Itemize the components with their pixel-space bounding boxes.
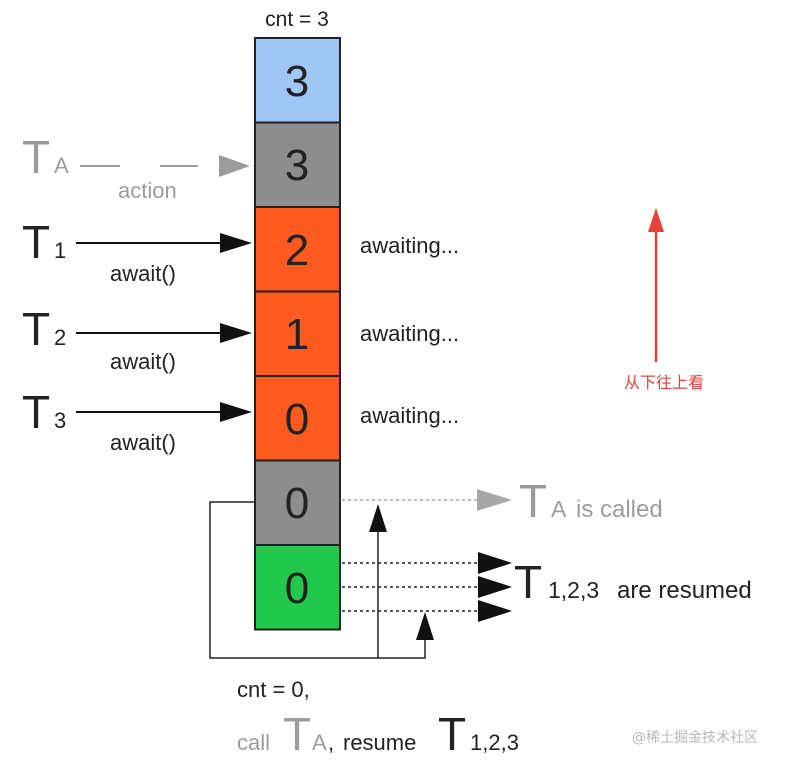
resume-arrowhead xyxy=(478,600,512,622)
caption-resume: resume xyxy=(343,730,416,755)
caption-call: call xyxy=(237,730,270,755)
thread-1-call: await() xyxy=(110,261,176,286)
thread-2-call: await() xyxy=(110,349,176,374)
caption-resume-letter: T xyxy=(438,708,466,760)
thread-2-status: awaiting... xyxy=(360,321,459,346)
read-direction-annotation: 从下往上看 xyxy=(624,208,704,392)
stack-box xyxy=(254,290,341,377)
threads-resumed: T 1,2,3 are resumed xyxy=(342,552,752,622)
call-action-arrowhead xyxy=(369,504,387,532)
read-direction-arrowhead xyxy=(648,208,664,232)
thread-3-arrowhead xyxy=(220,402,252,422)
thread-1-sub: 1 xyxy=(54,238,66,263)
stack-box xyxy=(254,544,341,631)
watermark: @稀土掘金技术社区 xyxy=(632,730,758,746)
thread-3-letter: T xyxy=(22,386,50,438)
reset-loop-arrowhead xyxy=(416,612,434,640)
thread-1-status: awaiting... xyxy=(360,233,459,258)
action-called-sub: A xyxy=(551,496,567,522)
bottom-caption: cnt = 0, call T A , resume T 1,2,3 xyxy=(237,677,519,760)
read-direction-label: 从下往上看 xyxy=(624,373,704,392)
counter-stack: 3 3 2 1 0 0 0 xyxy=(254,37,341,631)
thread-1-arrowhead xyxy=(220,233,252,253)
stack-box-value: 0 xyxy=(285,395,309,444)
reset-loop xyxy=(209,501,434,659)
resumed-text: are resumed xyxy=(617,577,752,604)
stack-box-value: 1 xyxy=(285,310,309,359)
thread-3-status: awaiting... xyxy=(360,403,459,428)
thread-3: T 3 await() awaiting... xyxy=(22,386,459,455)
stack-box-value: 0 xyxy=(285,564,309,613)
action-called: T A is called xyxy=(342,475,663,527)
stack-box-value: 0 xyxy=(285,479,309,528)
stack-box-value: 2 xyxy=(285,226,309,275)
thread-2: T 2 await() awaiting... xyxy=(22,303,459,374)
stack-box xyxy=(254,37,341,124)
action-arrowhead xyxy=(219,155,250,177)
thread-1-letter: T xyxy=(22,216,50,268)
caption-call-letter: T xyxy=(283,708,311,760)
stack-box-value: 3 xyxy=(285,57,309,106)
thread-2-sub: 2 xyxy=(54,325,66,350)
resume-arrowhead xyxy=(478,552,512,574)
action-thread: T A action xyxy=(22,131,250,203)
action-thread-letter: T xyxy=(22,131,50,183)
stack-box-value: 3 xyxy=(285,141,309,190)
resumed-sub: 1,2,3 xyxy=(548,577,599,603)
resume-arrowhead xyxy=(478,576,512,598)
action-called-arrowhead xyxy=(477,489,512,511)
caption-resume-sub: 1,2,3 xyxy=(470,730,519,755)
caption-call-sub: A xyxy=(312,730,327,755)
caption-line-1: cnt = 0, xyxy=(237,677,310,702)
action-label: action xyxy=(118,178,177,203)
action-thread-sub: A xyxy=(54,153,69,178)
counter-top-label: cnt = 3 xyxy=(265,8,329,31)
resumed-letter: T xyxy=(514,556,542,608)
action-called-text: is called xyxy=(576,496,663,523)
thread-2-letter: T xyxy=(22,303,50,355)
reset-loop-line xyxy=(209,501,426,659)
stack-box xyxy=(254,121,341,208)
thread-1: T 1 await() awaiting... xyxy=(22,216,459,286)
thread-3-call: await() xyxy=(110,430,176,455)
thread-2-arrowhead xyxy=(220,323,252,343)
action-called-letter: T xyxy=(519,475,547,527)
caption-comma: , xyxy=(328,730,334,755)
thread-3-sub: 3 xyxy=(54,408,66,433)
